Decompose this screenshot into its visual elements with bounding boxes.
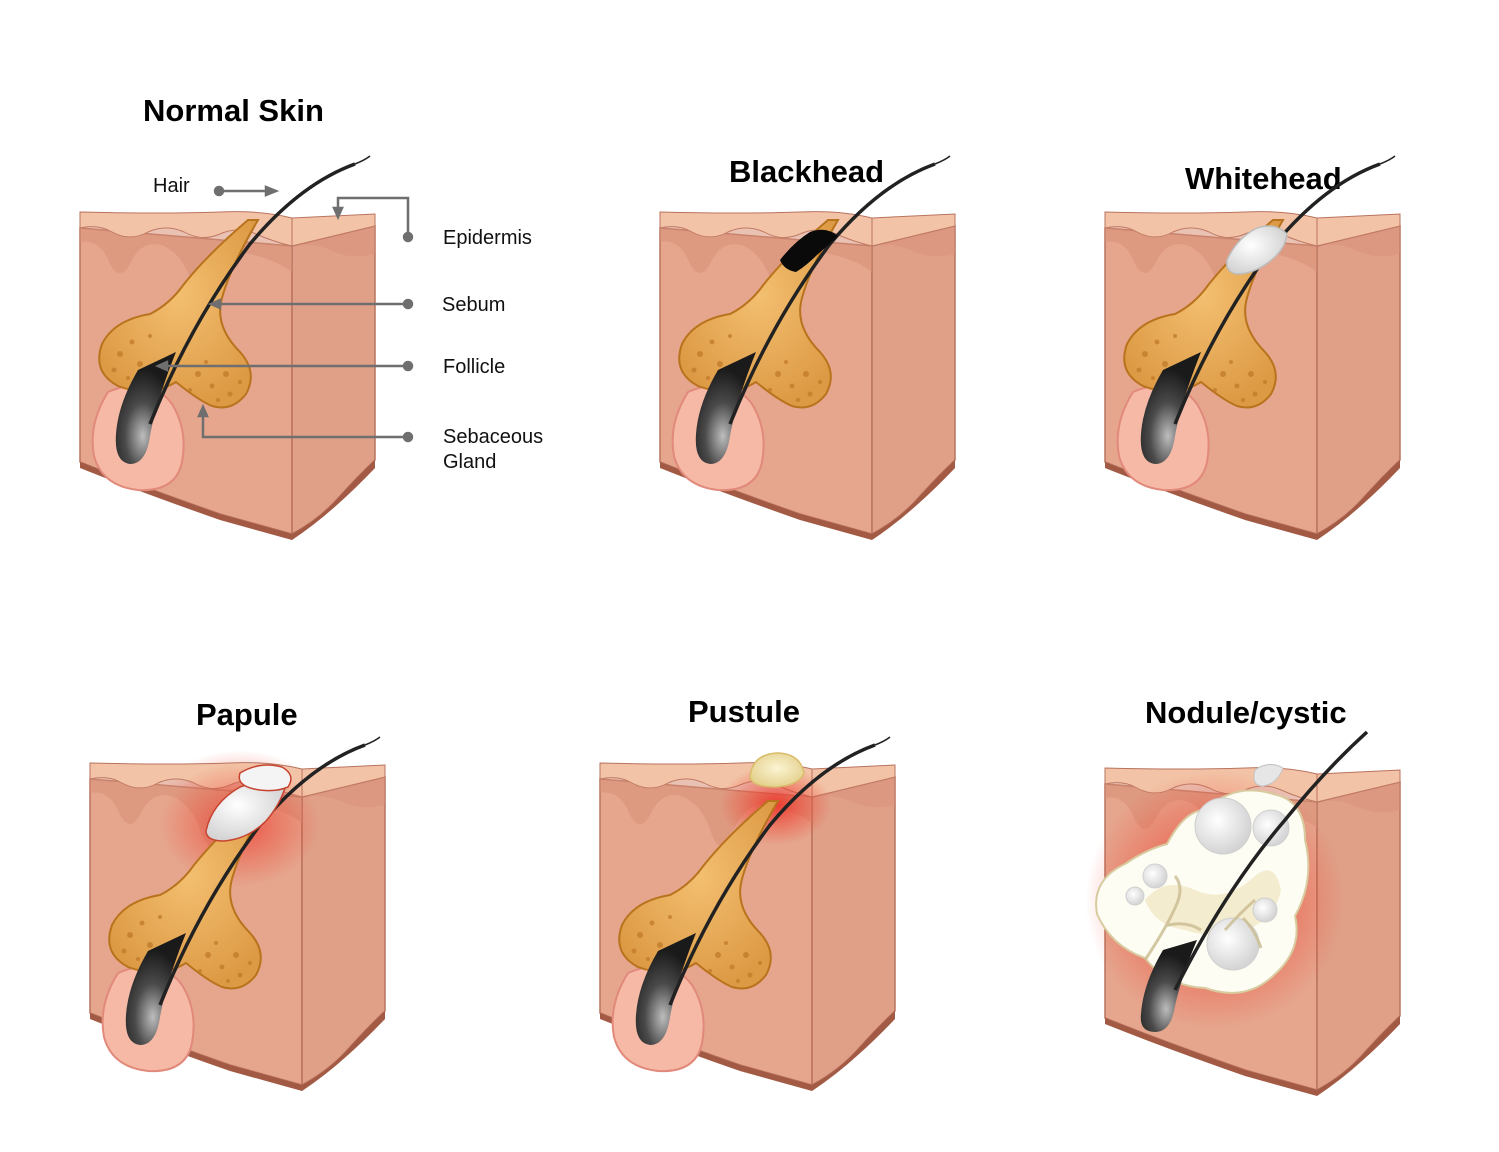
panel-whitehead: Whitehead (1104, 154, 1401, 541)
panel-pustule: Pustule (599, 694, 896, 1092)
blackhead-plug (780, 229, 838, 272)
panel-papule: Papule (89, 697, 386, 1092)
panel-title-pustule: Pustule (688, 694, 800, 729)
label-sebaceous-line1: Sebaceous (443, 426, 543, 448)
panel-title-blackhead: Blackhead (729, 154, 884, 189)
panel-title-papule: Papule (196, 697, 298, 732)
panel-blackhead: Blackhead (659, 154, 956, 541)
panel-title-nodule: Nodule/cystic (1145, 695, 1347, 730)
papule-plug (205, 780, 287, 842)
label-sebaceous-line2: Gland (443, 451, 496, 473)
pustule-cap (749, 752, 805, 788)
panel-title-normal: Normal Skin (143, 93, 324, 128)
label-hair: Hair (153, 175, 190, 197)
label-follicle: Follicle (443, 356, 505, 378)
label-epidermis: Epidermis (443, 227, 532, 249)
panel-title-whitehead: Whitehead (1185, 161, 1342, 196)
panel-normal-skin: Normal Skin Hair Epidermis Sebum Follicl… (79, 93, 543, 541)
label-pointers (154, 185, 414, 443)
label-sebum: Sebum (442, 294, 505, 316)
cyst-globules (1125, 797, 1290, 971)
panel-nodule-cystic: Nodule/cystic (1085, 695, 1401, 1097)
whitehead-plug (1225, 225, 1288, 275)
